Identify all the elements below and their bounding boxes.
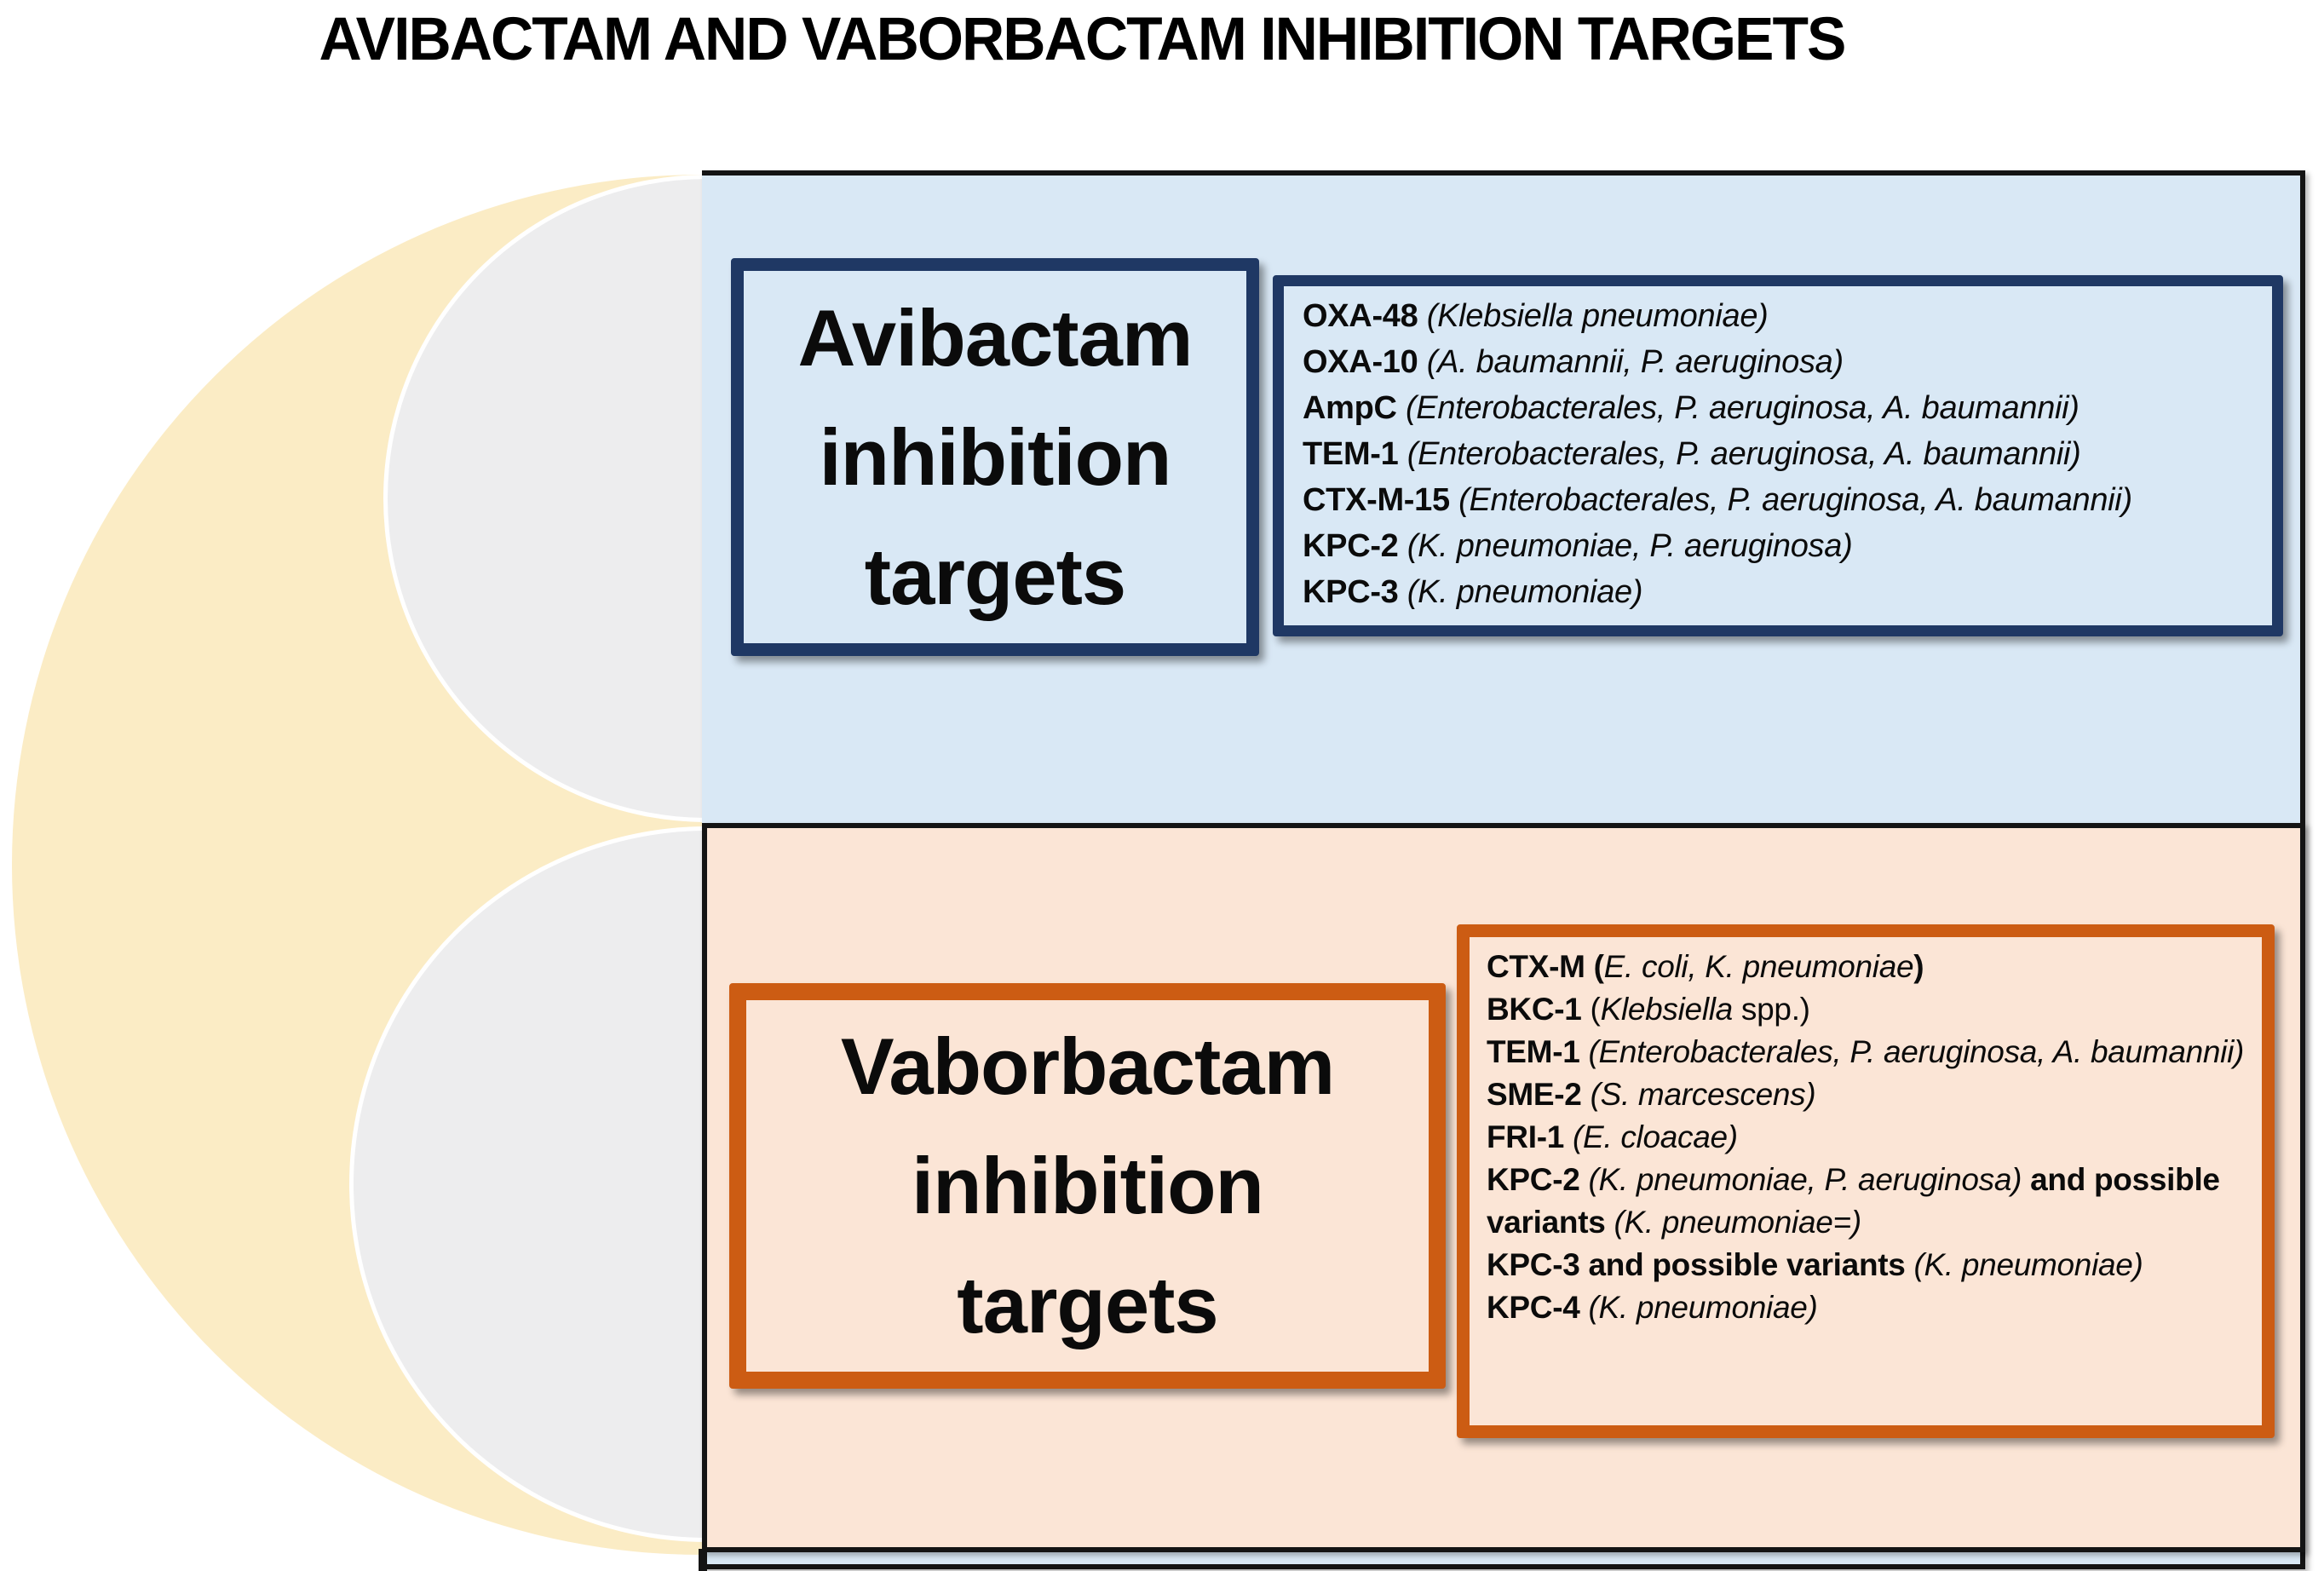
target-line: KPC-4 (K. pneumoniae) [1487, 1290, 1818, 1325]
target-line: OXA-48 (Klebsiella pneumoniae) [1303, 298, 1769, 334]
target-line: FRI-1 (E. cloacae) [1487, 1119, 1738, 1154]
target-line: OXA-10 (A. baumannii, P. aeruginosa) [1303, 344, 1844, 380]
panel-frame-edge [699, 1549, 707, 1571]
target-line: CTX-M-15 (Enterobacterales, P. aeruginos… [1303, 482, 2132, 518]
target-line: KPC-2 (K. pneumoniae, P. aeruginosa) [1303, 528, 1853, 564]
target-line: KPC-3 (K. pneumoniae) [1303, 574, 1643, 610]
avibactam-targets-list: OXA-48 (Klebsiella pneumoniae) OXA-10 (A.… [1273, 275, 2283, 636]
vaborbactam-targets-list: CTX-M (E. coli, K. pneumoniae) BKC-1 (Kle… [1457, 924, 2275, 1438]
target-line: TEM-1 (Enterobacterales, P. aeruginosa, … [1487, 1034, 2245, 1069]
target-line: CTX-M (E. coli, K. pneumoniae) [1487, 949, 1924, 984]
target-line: BKC-1 (Klebsiella spp.) [1487, 992, 1810, 1027]
target-line: KPC-2 (K. pneumoniae, P. aeruginosa) and… [1487, 1162, 2220, 1240]
vaborbactam-label-box: Vaborbactam inhibition targets [729, 983, 1446, 1389]
page-title: AVIBACTAM AND VABORBACTAM INHIBITION TAR… [319, 6, 1846, 73]
avibactam-label-box: Avibactam inhibition targets [731, 258, 1259, 656]
target-line: KPC-3 and possible variants (K. pneumoni… [1487, 1247, 2143, 1282]
target-line: AmpC (Enterobacterales, P. aeruginosa, A… [1303, 390, 2080, 426]
target-line: SME-2 (S. marcescens) [1487, 1077, 1816, 1112]
target-line: TEM-1 (Enterobacterales, P. aeruginosa, … [1303, 436, 2081, 472]
